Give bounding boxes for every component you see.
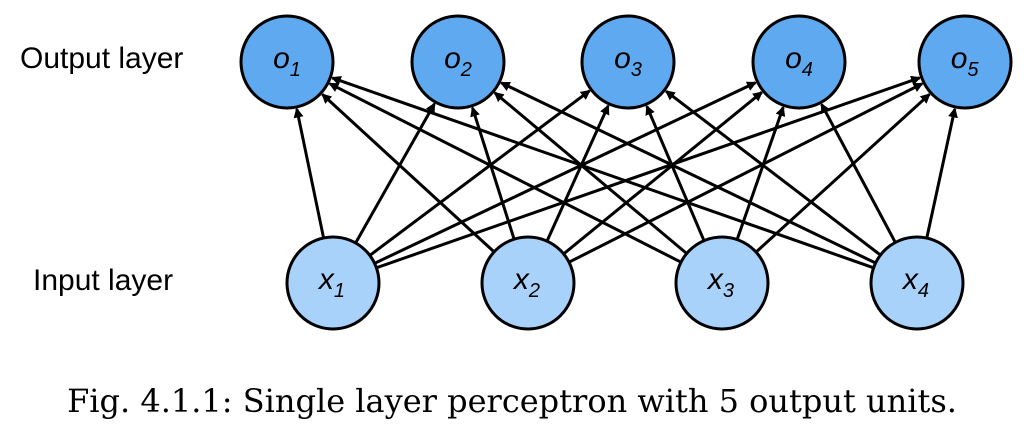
edge-x4-to-o5 — [925, 107, 958, 239]
output-node-subscript: 5 — [967, 59, 979, 81]
edge-x4-to-o3 — [664, 90, 882, 257]
input-node-circle — [285, 235, 381, 331]
output-node-o5: o5 — [917, 14, 1013, 110]
input-node-x2: x2 — [480, 235, 576, 331]
input-node-variable: x — [512, 263, 530, 296]
output-layer-label: Output layer — [20, 42, 183, 75]
input-layer-label: Input layer — [33, 264, 173, 297]
input-node-label: x1 — [317, 263, 345, 302]
output-node-label: o4 — [785, 42, 813, 81]
output-node-label: o5 — [951, 42, 980, 81]
output-node-label: o1 — [273, 42, 301, 81]
output-node-circle — [239, 14, 335, 110]
input-node-label: x4 — [901, 263, 929, 302]
edge-x3-to-o2 — [493, 91, 688, 255]
input-node-label: x3 — [706, 263, 734, 302]
input-node-variable: x — [317, 263, 335, 296]
input-node-variable: x — [901, 263, 919, 296]
output-node-variable: o — [273, 42, 290, 75]
output-node-circle — [751, 14, 847, 110]
input-node-subscript: 4 — [918, 280, 929, 302]
edge-x2-to-o4 — [562, 91, 763, 256]
input-node-x1: x1 — [285, 235, 381, 331]
output-node-o2: o2 — [410, 14, 506, 110]
output-node-variable: o — [785, 42, 802, 75]
output-node-o1: o1 — [239, 14, 335, 110]
output-node-label: o3 — [614, 42, 642, 81]
output-node-label: o2 — [444, 42, 472, 81]
output-node-subscript: 2 — [460, 59, 472, 81]
edge-x1-to-o1 — [293, 107, 326, 239]
edge-x2-to-o1 — [321, 93, 496, 254]
input-node-subscript: 1 — [334, 280, 345, 302]
output-node-subscript: 1 — [290, 59, 301, 81]
edge-x3-to-o3 — [645, 104, 706, 242]
output-node-circle — [917, 14, 1013, 110]
output-node-circle — [410, 14, 506, 110]
output-node-o4: o4 — [751, 14, 847, 110]
edge-x4-to-o2 — [499, 81, 877, 265]
input-node-label: x2 — [512, 263, 540, 302]
input-node-subscript: 2 — [528, 280, 540, 302]
edge-x2-to-o5 — [568, 82, 924, 264]
input-node-x4: x4 — [869, 235, 965, 331]
output-node-o3: o3 — [580, 14, 676, 110]
connection-edges — [293, 75, 958, 270]
input-node-circle — [869, 235, 965, 331]
input-node-subscript: 3 — [723, 280, 734, 302]
edge-x3-to-o4 — [735, 105, 786, 241]
output-node-subscript: 3 — [631, 59, 642, 81]
edge-x1-to-o2 — [354, 102, 436, 244]
edge-x3-to-o5 — [754, 93, 931, 254]
input-node-x3: x3 — [674, 235, 770, 331]
edge-x4-to-o4 — [820, 102, 897, 244]
edge-x4-to-o1 — [330, 75, 875, 270]
output-node-variable: o — [444, 42, 461, 75]
input-node-circle — [674, 235, 770, 331]
output-node-subscript: 4 — [802, 59, 813, 81]
output-node-variable: o — [951, 42, 968, 75]
figure-caption: Fig. 4.1.1: Single layer perceptron with… — [67, 382, 957, 420]
input-node-variable: x — [706, 263, 724, 296]
output-node-variable: o — [614, 42, 631, 75]
edge-x3-to-o1 — [328, 82, 682, 264]
edge-x1-to-o3 — [368, 89, 591, 257]
input-node-circle — [480, 235, 576, 331]
output-node-circle — [580, 14, 676, 110]
